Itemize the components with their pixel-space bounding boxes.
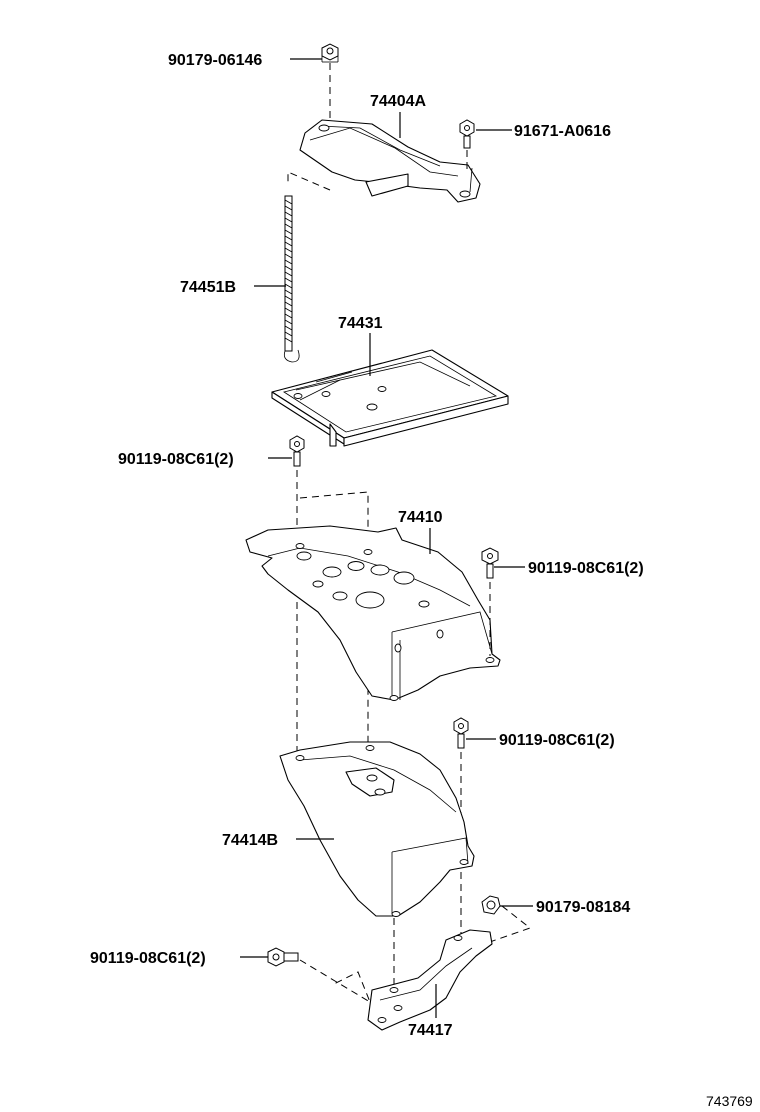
tray-bracket-74414B [279,741,475,917]
tray-bracket-74410 [245,525,501,701]
label-90179-06146: 90179-06146 [168,52,262,69]
bolt-90119-08C61-c [453,717,469,749]
battery-clamp-74404A [299,119,481,203]
bolt-90119-08C61-b [481,547,499,579]
label-90179-08184: 90179-08184 [536,899,630,916]
hold-down-rod-74451B [283,195,300,363]
label-74417: 74417 [408,1022,453,1039]
label-74414B: 74414B [222,832,278,849]
tray-bracket-74417 [367,929,493,1031]
label-74410: 74410 [398,509,443,526]
bolt-90179-06146 [321,43,339,63]
nut-90179-08184 [481,895,501,915]
label-91671-A0616: 91671-A0616 [514,123,611,140]
illustration-code: 743769 [706,1093,753,1109]
dash-line [287,171,331,191]
label-74431: 74431 [338,315,383,332]
label-74404A: 74404A [370,93,426,110]
bolt-90119-08C61-d [267,947,299,967]
bolt-91671-A0616 [459,119,475,149]
battery-tray-74431 [271,349,509,447]
dash-line [299,959,372,1004]
label-74451B: 74451B [180,279,236,296]
bolt-90119-08C61-a [289,435,305,467]
label-90119-08C61-d: 90119-08C61(2) [90,950,206,967]
label-90119-08C61-b: 90119-08C61(2) [528,560,644,577]
label-90119-08C61-c: 90119-08C61(2) [499,732,615,749]
label-90119-08C61-a: 90119-08C61(2) [118,451,234,468]
